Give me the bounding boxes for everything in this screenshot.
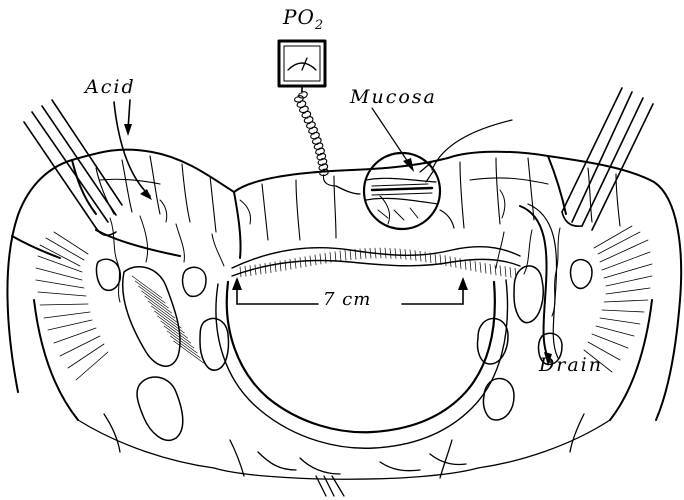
- edge-hatch-stroke: [415, 251, 416, 261]
- edge-hatch-stroke: [370, 248, 371, 258]
- edge-hatch-stroke: [380, 248, 381, 258]
- mucosa-pointer-arrow: [403, 158, 414, 172]
- mucosal-edge: [232, 247, 520, 276]
- edge-hatch-stroke: [335, 252, 336, 262]
- traction-suture: [432, 120, 512, 170]
- edge-hatch-stroke: [440, 255, 441, 265]
- edge-hatch-stroke: [475, 261, 476, 271]
- edge-hatch-stroke: [485, 263, 486, 273]
- acid-label: Acid: [85, 78, 136, 97]
- edge-hatch-stroke: [375, 248, 376, 258]
- drain-label: Drain: [539, 356, 603, 375]
- edge-hatch-stroke: [500, 266, 501, 276]
- edge-hatch-stroke: [460, 259, 461, 269]
- edge-hatch-stroke: [435, 254, 436, 264]
- edge-hatch-stroke: [510, 267, 511, 277]
- edge-hatch-stroke: [455, 258, 456, 268]
- edge-hatch-stroke: [320, 254, 321, 264]
- edge-hatch-stroke: [325, 253, 326, 263]
- right-retractor: [562, 88, 653, 230]
- traction-suture-lower: [440, 210, 454, 228]
- edge-hatch-stroke: [470, 261, 471, 271]
- edge-hatch-stroke: [310, 256, 311, 266]
- edge-hatch-stroke: [490, 264, 491, 274]
- edge-hatch-stroke: [315, 255, 316, 265]
- edge-hatch-stroke: [275, 262, 276, 272]
- edge-hatch-stroke: [420, 251, 421, 261]
- edge-hatch-stroke: [480, 262, 481, 272]
- magnified-view: [364, 153, 440, 229]
- mucosa-pointer: [372, 108, 412, 168]
- edge-hatch-stroke: [345, 250, 346, 260]
- edge-hatch-stroke: [465, 260, 466, 270]
- edge-hatch-stroke: [405, 249, 406, 259]
- po2-label-main: PO: [283, 5, 315, 29]
- po2-meter: [279, 41, 325, 92]
- lower-tissue: [78, 414, 610, 496]
- edge-hatch-stroke: [450, 257, 451, 267]
- edge-hatch-stroke: [340, 251, 341, 261]
- edge-hatch-stroke: [280, 261, 281, 271]
- distance-label: 7 cm: [320, 291, 374, 309]
- po2-label-subscript: 2: [315, 18, 324, 33]
- edge-hatch-stroke: [385, 248, 386, 258]
- edge-hatch-stroke: [410, 250, 411, 260]
- edge-hatch-stroke: [305, 257, 306, 267]
- edge-hatch-stroke: [505, 267, 506, 277]
- edge-hatch-stroke: [245, 266, 246, 276]
- edge-hatch-stroke: [300, 258, 301, 268]
- electrode-lead: [336, 186, 360, 194]
- fat-lobules: [96, 259, 592, 440]
- edge-hatch-stroke: [390, 248, 391, 258]
- edge-hatch-stroke: [240, 267, 241, 277]
- mucosa-label: Mucosa: [350, 88, 437, 107]
- edge-hatch-stroke: [425, 252, 426, 262]
- edge-hatch-stroke: [350, 250, 351, 260]
- po2-label: PO2: [283, 7, 324, 32]
- edge-hatch-stroke: [395, 249, 396, 259]
- edge-hatch-stroke: [290, 259, 291, 269]
- edge-hatch-stroke: [295, 258, 296, 268]
- edge-hatch-stroke: [250, 266, 251, 276]
- edge-hatch-stroke: [270, 263, 271, 273]
- edge-hatch-stroke: [260, 264, 261, 274]
- edge-hatch-stroke: [400, 249, 401, 259]
- edge-hatch-stroke: [445, 256, 446, 266]
- edge-hatch-stroke: [365, 248, 366, 258]
- edge-hatch-stroke: [265, 263, 266, 273]
- edge-hatch-stroke: [360, 249, 361, 259]
- edge-hatch-stroke: [285, 260, 286, 270]
- edge-hatch-stroke: [255, 265, 256, 275]
